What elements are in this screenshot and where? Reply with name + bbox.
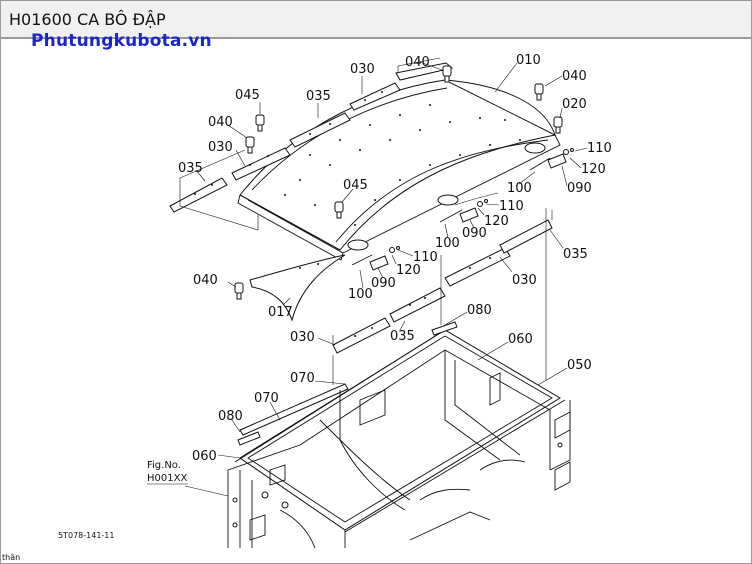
callout-label[interactable]: 040	[208, 115, 233, 130]
callout-label[interactable]: 060	[192, 449, 217, 464]
callout-label[interactable]: 017	[268, 305, 293, 320]
lower-strips	[332, 210, 553, 354]
callout-labels: 030 040 010 045 035 040 040 020 030 110 …	[178, 53, 612, 464]
callout-label[interactable]: 110	[413, 250, 438, 265]
callout-label[interactable]: 050	[567, 358, 592, 373]
thresher-frame	[227, 321, 571, 549]
callout-label[interactable]: 035	[563, 247, 588, 262]
leader-lines	[184, 61, 588, 497]
callout-label[interactable]: 020	[562, 97, 587, 112]
callout-label[interactable]: 070	[290, 371, 315, 386]
cover-rivets	[284, 104, 521, 226]
callout-label[interactable]: 120	[581, 162, 606, 177]
callout-label[interactable]: 045	[343, 178, 368, 193]
page-title: H01600 CA BÔ ĐẬP	[9, 10, 166, 29]
callout-label[interactable]: 100	[507, 181, 532, 196]
callout-label[interactable]: 120	[396, 263, 421, 278]
rotor-cover-010	[237, 79, 561, 261]
explode-guides	[332, 208, 547, 385]
hinge-hardware	[351, 148, 574, 271]
callout-label[interactable]: 040	[405, 55, 430, 70]
callout-label[interactable]: 030	[290, 330, 315, 345]
callout-label[interactable]: 035	[390, 329, 415, 344]
fig-label: Fig.No.	[147, 460, 181, 471]
inner-panel-017	[249, 254, 346, 322]
callout-label[interactable]: 070	[254, 391, 279, 406]
callout-label[interactable]: 040	[562, 69, 587, 84]
callout-label[interactable]: 060	[508, 332, 533, 347]
callout-label[interactable]: 110	[587, 141, 612, 156]
callout-label[interactable]: 030	[350, 62, 375, 77]
callout-label[interactable]: 045	[235, 88, 260, 103]
knob-bolts	[234, 65, 563, 300]
callout-label[interactable]: 035	[306, 89, 331, 104]
callout-label[interactable]: 035	[178, 161, 203, 176]
title-bar: H01600 CA BÔ ĐẬP	[0, 0, 752, 38]
callout-label[interactable]: 100	[348, 287, 373, 302]
callout-label[interactable]: 080	[218, 409, 243, 424]
fig-number[interactable]: H001XX	[147, 473, 187, 484]
callout-label[interactable]: 100	[435, 236, 460, 251]
bottom-text-fragment: thân	[2, 553, 20, 562]
upper-left-strips	[169, 57, 454, 231]
callout-label[interactable]: 030	[208, 140, 233, 155]
callout-label[interactable]: 080	[467, 303, 492, 318]
callout-label[interactable]: 090	[462, 226, 487, 241]
drawing-code: 5T078-141-11	[58, 531, 114, 540]
callout-label[interactable]: 110	[499, 199, 524, 214]
callout-label[interactable]: 120	[484, 214, 509, 229]
callout-label[interactable]: 040	[193, 273, 218, 288]
brand-watermark[interactable]: Phutungkubota.vn	[31, 31, 212, 51]
callout-label[interactable]: 090	[567, 181, 592, 196]
callout-label[interactable]: 010	[516, 53, 541, 68]
callout-label[interactable]: 030	[512, 273, 537, 288]
figure-reference: Fig.No. H001XX 5T078-141-11 thân	[2, 460, 188, 562]
callout-label[interactable]: 090	[371, 276, 396, 291]
